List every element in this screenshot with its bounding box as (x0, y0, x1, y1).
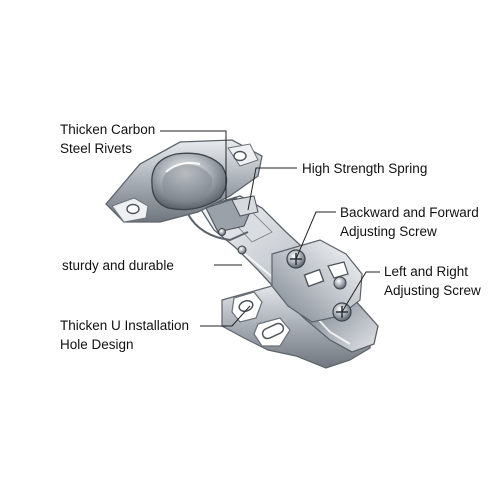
hinge-spring (187, 195, 259, 255)
rivets-leader-line (160, 130, 227, 200)
left-right-callout-line2: Adjusting Screw (384, 283, 481, 298)
plate-screw (333, 276, 347, 290)
sturdy-callout-line1: sturdy and durable (62, 258, 174, 273)
spring-callout: High Strength Spring (302, 159, 427, 178)
rivets-callout-line2: Steel Rivets (60, 141, 133, 156)
spring-leader-line (247, 167, 297, 211)
u-installation-callout-line1: Thicken U Installation (60, 318, 190, 333)
rivets-callout-line1: Thicken Carbon (60, 122, 156, 137)
backward-forward-callout: Backward and Forward Adjusting Screw (340, 203, 479, 241)
backward-forward-leader-line (295, 211, 336, 260)
backward-forward-callout-line1: Backward and Forward (340, 205, 479, 220)
hinge-cup (151, 152, 228, 211)
mounting-plate (221, 281, 373, 369)
backward-forward-callout-line2: Adjusting Screw (340, 224, 437, 239)
u-installation-callout: Thicken U Installation Hole Design (60, 316, 189, 354)
u-installation-leader-line (200, 305, 251, 327)
left-right-leader-line (341, 271, 380, 313)
sturdy-callout: sturdy and durable (62, 256, 174, 275)
leader-lines (160, 130, 380, 327)
left-right-callout-line1: Left and Right (384, 264, 469, 279)
left-right-callout: Left and Right Adjusting Screw (384, 262, 481, 300)
rivets-callout: Thicken Carbon Steel Rivets (60, 120, 155, 158)
u-installation-callout-line2: Hole Design (60, 337, 134, 352)
spring-callout-line1: High Strength Spring (302, 161, 428, 176)
